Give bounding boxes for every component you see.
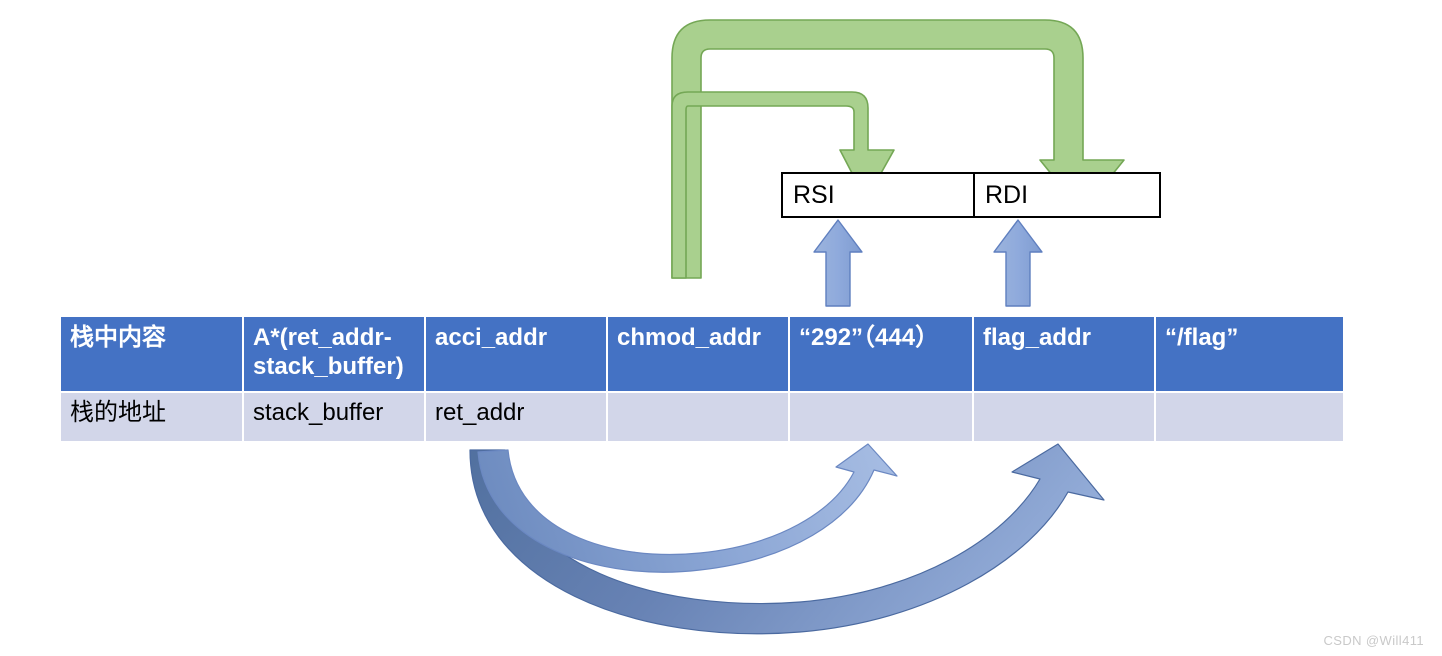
table-value-cell-empty-3 <box>973 391 1156 441</box>
register-cell-rdi[interactable]: RDI <box>973 174 1163 216</box>
table-value-row: 栈的地址 stack_buffer ret_addr <box>61 391 1343 441</box>
blue-up-arrow-rsi <box>813 219 863 307</box>
register-cell-rsi[interactable]: RSI <box>793 180 835 209</box>
table-value-cell-empty-2 <box>789 391 974 441</box>
stack-table: 栈中内容 A*(ret_addr-stack_buffer) acci_addr… <box>61 317 1343 441</box>
table-header-cell-padding: A*(ret_addr-stack_buffer) <box>243 317 426 392</box>
table-value-cell-stack-address: 栈的地址 <box>61 391 244 441</box>
table-value-cell-empty-4 <box>1155 391 1343 441</box>
table-value-cell-empty-1 <box>607 391 790 441</box>
table-value-cell-ret-addr: ret_addr <box>425 391 608 441</box>
blue-curved-arrow-light <box>477 443 898 573</box>
table-value-cell-stack-buffer: stack_buffer <box>243 391 426 441</box>
table-header-cell-acci-addr: acci_addr <box>425 317 608 392</box>
watermark-label: CSDN @Will411 <box>1323 633 1424 648</box>
table-header-cell-flag-addr: flag_addr <box>973 317 1156 392</box>
table-header-cell-chmod-addr: chmod_addr <box>607 317 790 392</box>
blue-up-arrow-rdi <box>993 219 1043 307</box>
table-header-row: 栈中内容 A*(ret_addr-stack_buffer) acci_addr… <box>61 317 1343 392</box>
register-box: RSI RDI <box>781 172 1161 218</box>
green-outer-arrow <box>671 19 1125 279</box>
table-header-cell-flag-string: “/flag” <box>1155 317 1343 392</box>
table-header-cell-mode-292: “292”（444） <box>789 317 974 392</box>
table-header-cell-stack-content: 栈中内容 <box>61 317 244 392</box>
blue-curved-arrow-dark <box>469 443 1105 635</box>
